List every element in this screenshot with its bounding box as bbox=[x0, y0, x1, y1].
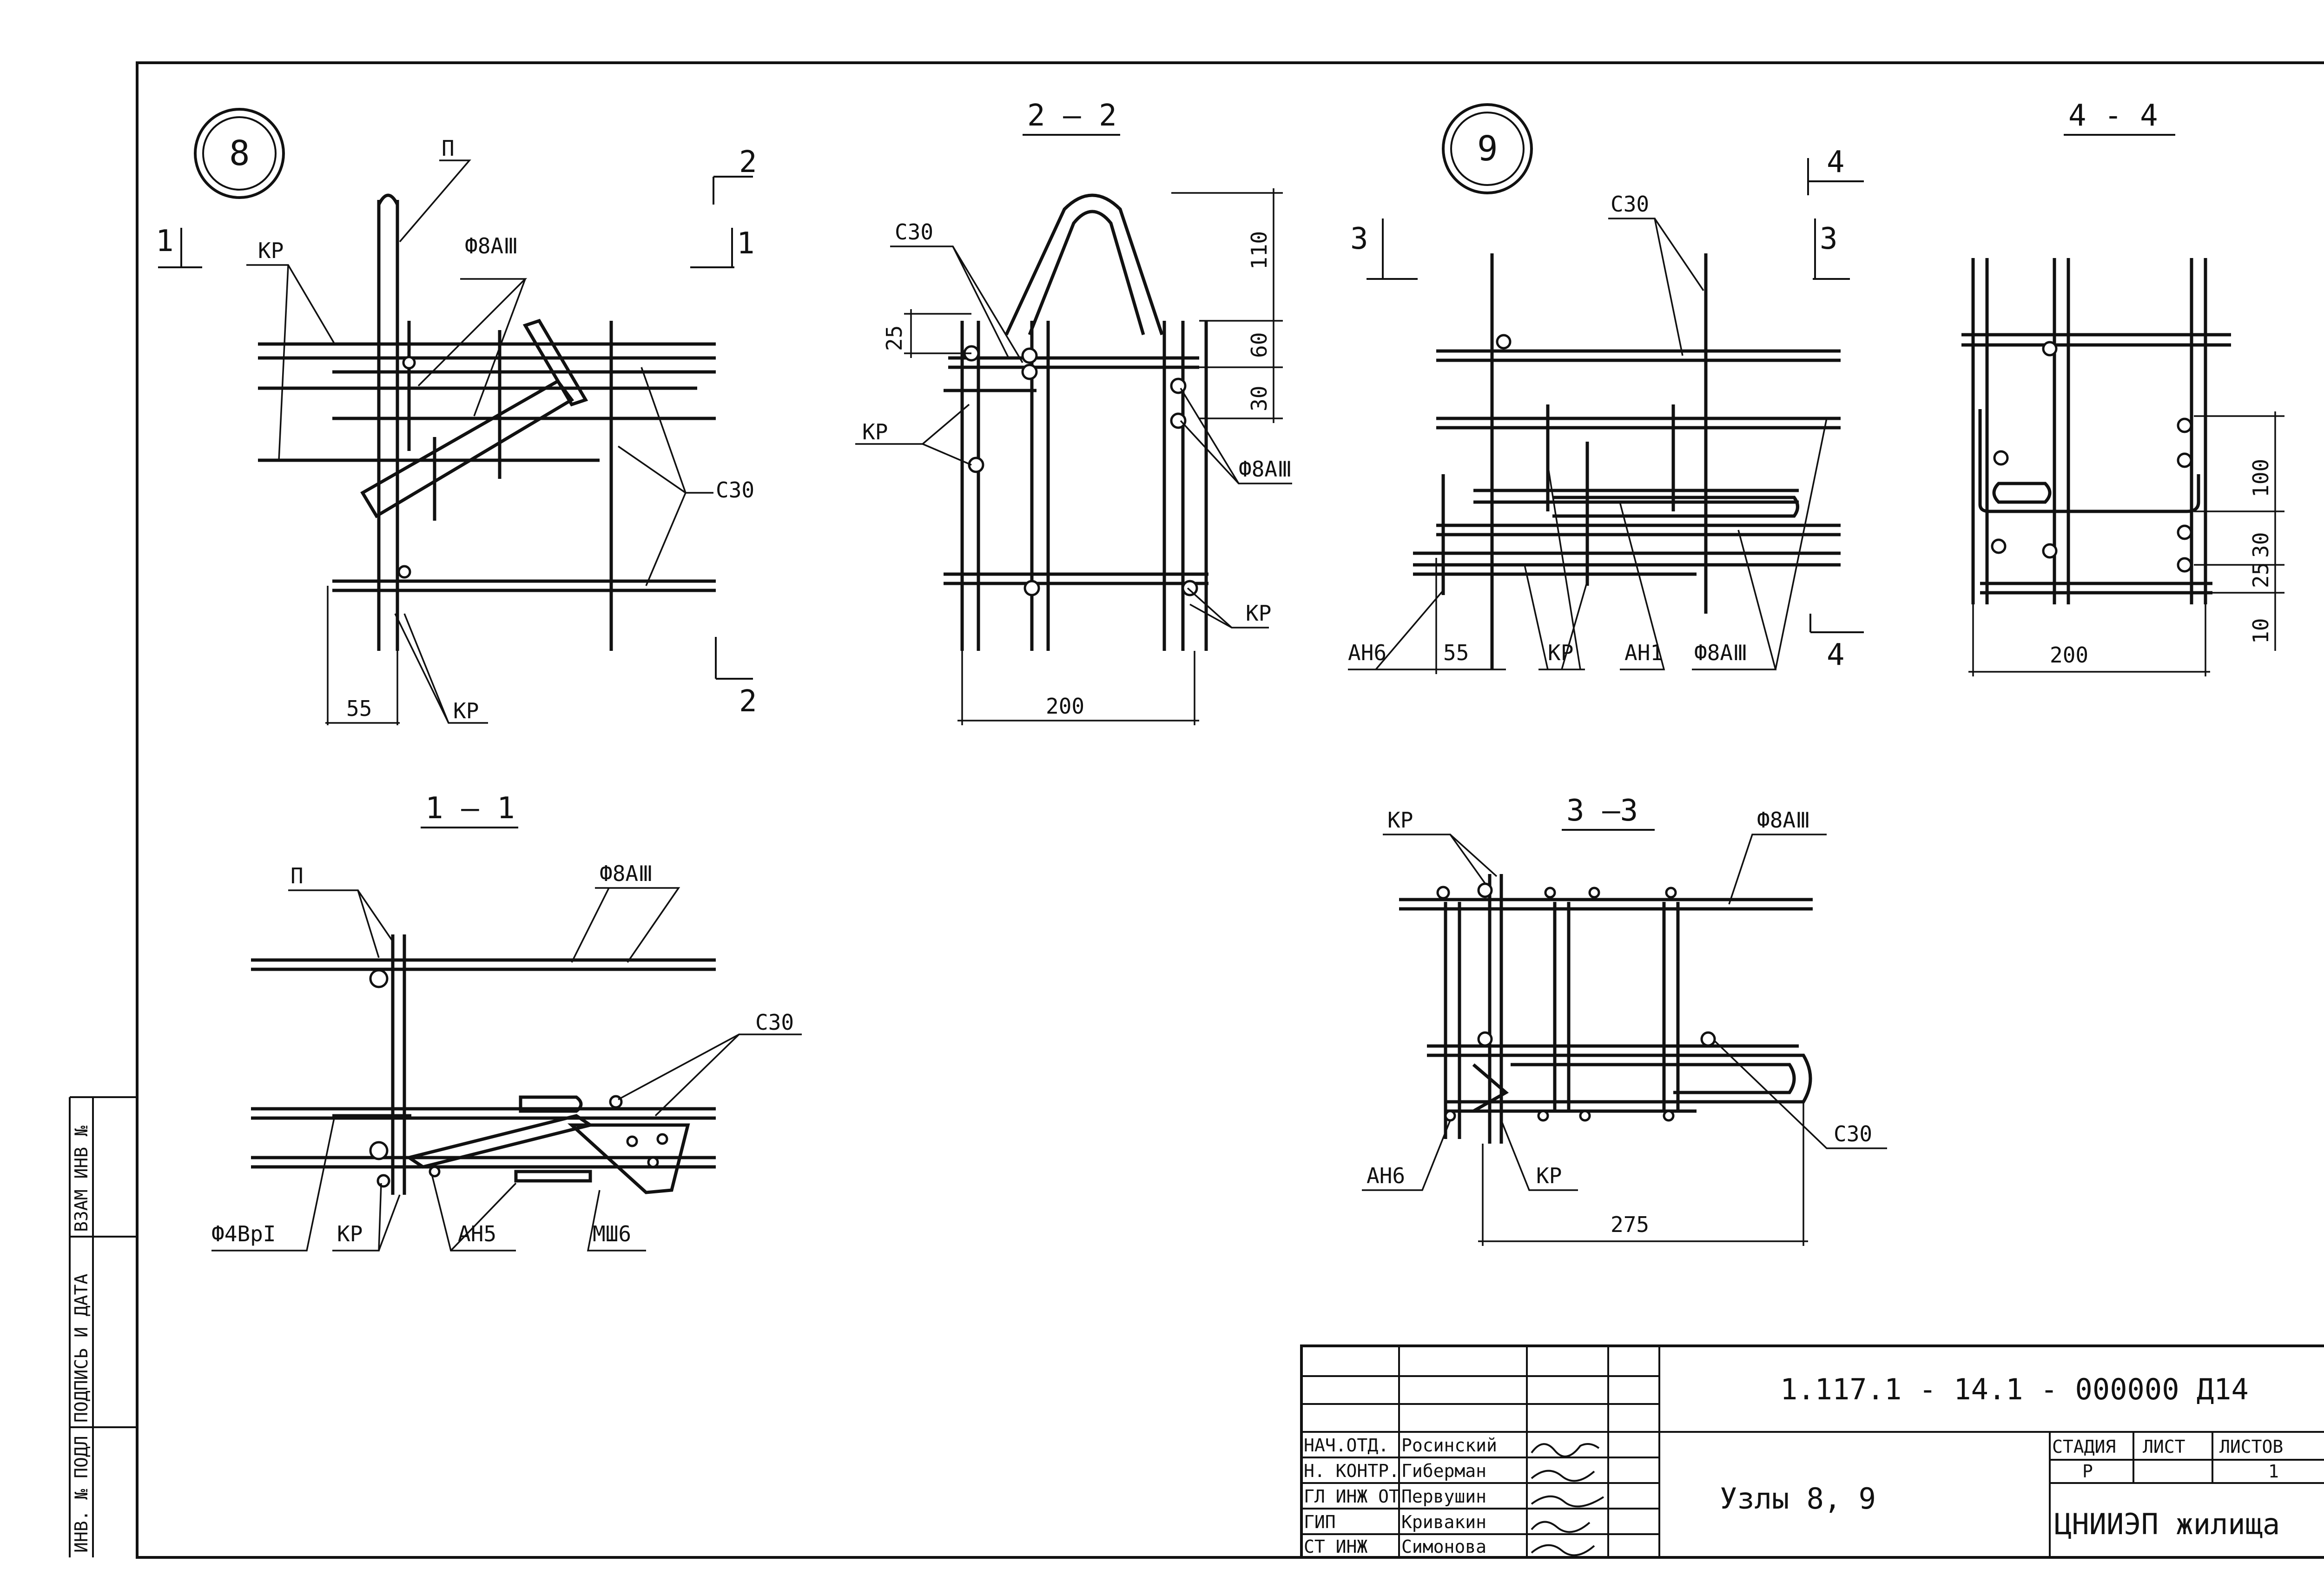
tb-sheet-header: ЛИСТ bbox=[2143, 1437, 2185, 1457]
s22-label-kr: КР bbox=[862, 419, 888, 444]
node-8-marker bbox=[194, 108, 285, 199]
s33-label-ah6: АН6 bbox=[1367, 1163, 1405, 1188]
s11-label-ah5: АН5 bbox=[458, 1221, 496, 1246]
section-2-2-view: 2 – 2 С30 КР Ф8АⅢ bbox=[855, 99, 1292, 725]
n8-label-p: П bbox=[442, 136, 455, 161]
s22-label-phi8a3: Ф8АⅢ bbox=[1239, 457, 1292, 482]
s11-label-phi8a3: Ф8АⅢ bbox=[600, 861, 653, 886]
tb-sheets-value: 1 bbox=[2268, 1461, 2279, 1482]
tb-name-0: Росинский bbox=[1401, 1435, 1497, 1456]
tb-name-1: Гиберман bbox=[1401, 1461, 1486, 1481]
cut-3-left: 3 bbox=[1350, 222, 1368, 256]
s33-dim-275: 275 bbox=[1611, 1212, 1649, 1237]
s33-label-kr-bottom: КР bbox=[1536, 1163, 1562, 1188]
tb-sheet-title: Узлы 8, 9 bbox=[1720, 1482, 1876, 1516]
tb-doc-code: 1.117.1 - 14.1 - 000000 Д14 bbox=[1780, 1372, 2249, 1406]
section-4-4-view: 4 - 4 100 30 25 10 200 bbox=[1961, 99, 2284, 676]
node-9-marker bbox=[1442, 103, 1533, 194]
s22-dim-30: 30 bbox=[1247, 386, 1272, 411]
section-2-2-title: 2 – 2 bbox=[1027, 99, 1117, 133]
n9-label-phi8a3: Ф8АⅢ bbox=[1694, 640, 1748, 665]
tb-role-3: ГИП bbox=[1304, 1512, 1336, 1532]
s33-label-c30: С30 bbox=[1834, 1121, 1872, 1146]
cut-2-bottom: 2 bbox=[739, 684, 757, 719]
s22-label-kr-right: КР bbox=[1246, 601, 1271, 626]
s22-dim-110: 110 bbox=[1247, 231, 1272, 270]
n9-dim-55: 55 bbox=[1443, 640, 1469, 665]
n8-label-kr-top: КР bbox=[258, 238, 284, 263]
section-1-1-title: 1 – 1 bbox=[425, 791, 515, 826]
s11-label-kr: КР bbox=[337, 1221, 363, 1246]
s44-dim-30: 30 bbox=[2248, 532, 2273, 558]
n8-label-kr-bottom: КР bbox=[453, 698, 479, 723]
tb-name-2: Первушин bbox=[1401, 1486, 1486, 1507]
cut-4-top: 4 bbox=[1827, 145, 1845, 179]
node-8-view: 8 1 1 2 2 П bbox=[156, 108, 757, 725]
node-9-view: 9 3 3 4 4 С30 bbox=[1348, 103, 1864, 674]
tb-role-0: НАЧ.ОТД. bbox=[1304, 1435, 1389, 1456]
node-8-number: 8 bbox=[229, 133, 250, 173]
margin-sign-date: ПОДПИСЬ И ДАТА bbox=[71, 1274, 92, 1423]
n9-label-ah6: АН6 bbox=[1348, 640, 1386, 665]
section-1-1-view: 1 – 1 П Ф8АⅢ С30 Ф4ВрI КР bbox=[211, 791, 802, 1252]
s33-label-phi8a3: Ф8АⅢ bbox=[1757, 808, 1810, 833]
tb-org: ЦНИИЭП жилища bbox=[2054, 1507, 2280, 1541]
tb-name-4: Симонова bbox=[1401, 1536, 1486, 1557]
tb-role-1: Н. КОНТР. bbox=[1304, 1461, 1400, 1481]
tb-stage-value: Р bbox=[2082, 1461, 2093, 1482]
section-4-4-title: 4 - 4 bbox=[2068, 99, 2158, 133]
tb-stage-header: СТАДИЯ bbox=[2052, 1437, 2116, 1457]
drawing-frame bbox=[136, 61, 2324, 1559]
s22-dim-25: 25 bbox=[882, 325, 907, 351]
s11-label-c30: С30 bbox=[755, 1010, 794, 1035]
tb-sheets-header: ЛИСТОВ bbox=[2219, 1437, 2283, 1457]
cut-2-top: 2 bbox=[739, 145, 757, 179]
cut-1-right: 1 bbox=[737, 226, 755, 261]
cut-1-left: 1 bbox=[156, 224, 174, 258]
n8-label-c30: С30 bbox=[716, 477, 754, 503]
section-3-3-view: 3 –3 КР Ф8АⅢ С30 bbox=[1362, 794, 1887, 1246]
signatures bbox=[1531, 1443, 1604, 1556]
s22-dim-200: 200 bbox=[1046, 694, 1084, 719]
tb-role-4: СТ ИНЖ bbox=[1304, 1536, 1367, 1557]
s22-label-c30: С30 bbox=[895, 219, 933, 245]
cut-4-bottom: 4 bbox=[1827, 638, 1845, 672]
s44-dim-100: 100 bbox=[2248, 459, 2273, 497]
tb-name-3: Кривакин bbox=[1401, 1512, 1486, 1532]
n8-dim-55: 55 bbox=[346, 696, 372, 721]
margin-inv-original: ИНВ. № ПОДЛ bbox=[71, 1436, 92, 1553]
s44-dim-25: 25 bbox=[2248, 563, 2273, 588]
s44-dim-200: 200 bbox=[2050, 642, 2088, 668]
title-block: НАЧ.ОТД. Росинский Н. КОНТР. Гиберман ГЛ… bbox=[1300, 1344, 2324, 1559]
s22-dim-60: 60 bbox=[1247, 332, 1272, 358]
n8-label-phi8a3: Ф8АⅢ bbox=[465, 233, 518, 258]
n9-label-c30: С30 bbox=[1611, 192, 1649, 217]
s11-label-msh6: МШ6 bbox=[593, 1221, 631, 1246]
left-margin-stamp: ИНВ. № ПОДЛ ПОДПИСЬ И ДАТА ВЗАМ ИНВ № bbox=[69, 1096, 137, 1557]
s11-label-p: П bbox=[290, 863, 304, 888]
section-3-3-title: 3 –3 bbox=[1566, 794, 1638, 828]
node-9-number: 9 bbox=[1477, 129, 1498, 169]
cut-3-right: 3 bbox=[1820, 222, 1838, 256]
tb-role-2: ГЛ ИНЖ ОТ bbox=[1304, 1486, 1400, 1507]
s44-dim-10: 10 bbox=[2248, 618, 2273, 644]
s11-label-phi4bp1: Ф4ВрI bbox=[211, 1221, 276, 1246]
margin-inv-replaced: ВЗАМ ИНВ № bbox=[71, 1126, 92, 1232]
s33-label-kr-top: КР bbox=[1387, 808, 1413, 833]
